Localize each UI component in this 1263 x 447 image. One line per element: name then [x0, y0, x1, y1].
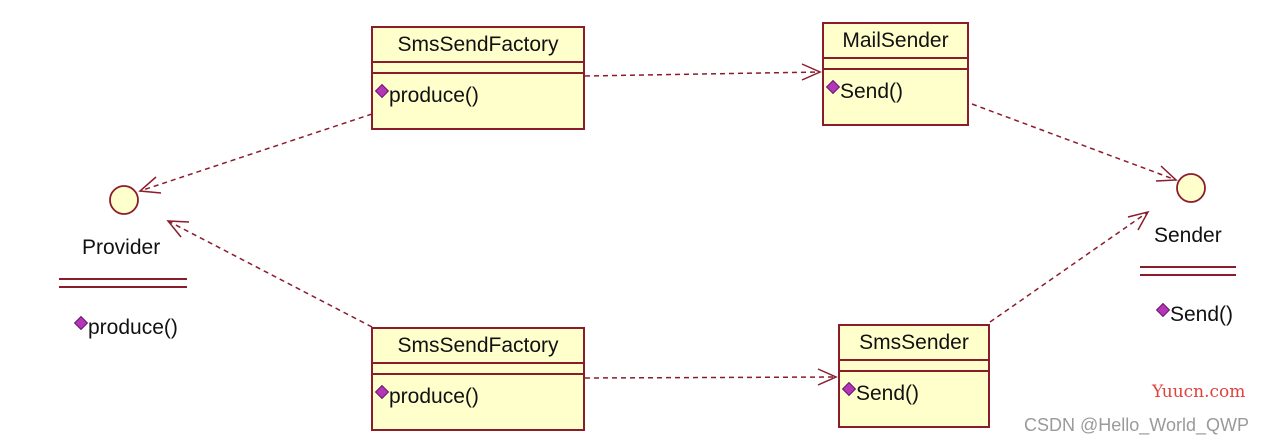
- realization-mailsender-to-sender: [971, 103, 1177, 181]
- operation-diamond-icon: [374, 384, 390, 400]
- arrowhead-provider-top: [138, 176, 162, 194]
- brand-watermark: Yuucn.com: [1152, 382, 1246, 402]
- operation: produce(): [374, 384, 479, 409]
- operation: produce(): [73, 315, 178, 340]
- realization-smssender-to-sender: [989, 211, 1149, 323]
- attribute-compartment: [824, 57, 967, 70]
- operation: Send(): [841, 381, 920, 406]
- operation-label: Send(): [840, 80, 904, 103]
- interface-provider-operation: produce(): [73, 315, 178, 340]
- class-sms-sender[interactable]: SmsSender Send(): [838, 324, 990, 428]
- class-name: SmsSendFactory: [397, 334, 559, 357]
- operation: Send(): [1155, 302, 1234, 327]
- arrowhead-provider-bottom: [166, 220, 190, 238]
- attribute-compartment: [840, 359, 988, 372]
- arrowhead-mailsender: [801, 63, 822, 81]
- arrowhead-sender-top: [1155, 165, 1178, 182]
- arrowhead-smssender: [817, 368, 838, 386]
- class-name: MailSender: [842, 29, 949, 52]
- sender-interface-icon: [1176, 173, 1206, 203]
- interface-provider-label[interactable]: Provider: [82, 236, 161, 259]
- realization-top-factory-to-provider: [139, 113, 373, 192]
- class-name: SmsSendFactory: [397, 33, 559, 56]
- class-sms-send-factory-bottom[interactable]: SmsSendFactory produce(): [371, 327, 585, 431]
- operation: Send(): [825, 79, 904, 104]
- operations-compartment: Send(): [824, 70, 967, 104]
- realization-bottom-factory-to-provider: [167, 220, 373, 328]
- operations-compartment: Send(): [840, 372, 988, 406]
- operation-diamond-icon: [825, 79, 841, 95]
- operations-compartment: produce(): [373, 74, 583, 108]
- operation-label: Send(): [1170, 303, 1234, 326]
- class-sms-send-factory-top[interactable]: SmsSendFactory produce(): [371, 26, 585, 130]
- dependency-bottom-factory-to-smssender: [584, 376, 837, 379]
- dependency-top-factory-to-mailsender: [584, 71, 821, 77]
- class-name: SmsSender: [859, 331, 969, 354]
- operation: produce(): [374, 83, 479, 108]
- interface-provider-compartments: [59, 278, 187, 288]
- operation-diamond-icon: [374, 83, 390, 99]
- provider-interface-icon: [109, 185, 139, 215]
- interface-sender-operation: Send(): [1155, 302, 1234, 327]
- operation-label: produce(): [88, 316, 178, 339]
- credit-watermark: CSDN @Hello_World_QWP: [1024, 415, 1249, 435]
- interface-sender-compartments: [1140, 266, 1236, 276]
- interface-sender-label[interactable]: Sender: [1154, 224, 1222, 247]
- attribute-compartment: [373, 362, 583, 375]
- arrowhead-sender-bottom: [1127, 210, 1150, 231]
- attribute-compartment: [373, 61, 583, 74]
- operations-compartment: produce(): [373, 375, 583, 409]
- operation-label: produce(): [389, 385, 479, 408]
- operation-diamond-icon: [841, 381, 857, 397]
- operation-label: Send(): [856, 382, 920, 405]
- operation-label: produce(): [389, 84, 479, 107]
- class-mail-sender[interactable]: MailSender Send(): [822, 22, 969, 126]
